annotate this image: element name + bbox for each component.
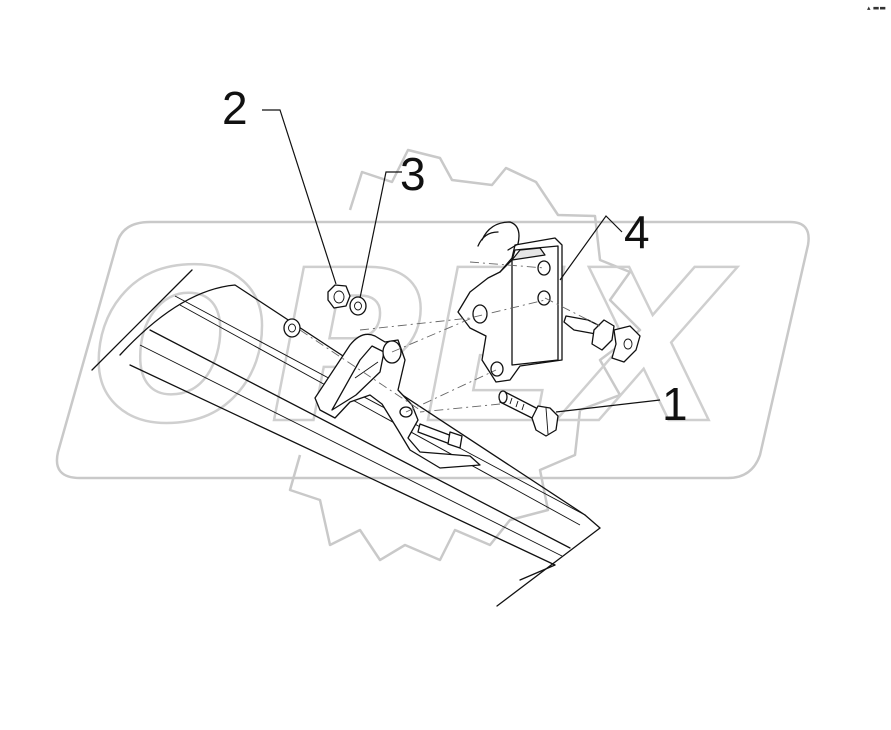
bracket-part-4 bbox=[457, 237, 563, 383]
washer-part-3 bbox=[349, 296, 367, 316]
callout-leaders bbox=[262, 109, 661, 413]
callout-1: 1 bbox=[662, 378, 688, 430]
latch-hook-plate bbox=[314, 333, 481, 469]
leader-1 bbox=[555, 399, 661, 413]
watermark-logo: OPEX bbox=[55, 148, 810, 562]
watermark-frame bbox=[55, 220, 810, 480]
watermark-gear bbox=[288, 148, 642, 562]
watermark-text: OPEX bbox=[91, 225, 738, 470]
leader-4 bbox=[559, 215, 623, 281]
callout-2: 2 bbox=[222, 82, 248, 134]
callout-3: 3 bbox=[400, 148, 426, 200]
leader-3 bbox=[359, 171, 402, 299]
small-bolt bbox=[417, 423, 463, 449]
small-nut bbox=[283, 318, 301, 338]
retaining-ring bbox=[477, 221, 520, 251]
leader-2 bbox=[262, 109, 337, 285]
hex-nut-part-2 bbox=[327, 284, 351, 309]
assembly-axis-lines bbox=[299, 261, 601, 413]
corner-mark: ▴ ▬▬ bbox=[867, 4, 886, 12]
callout-4: 4 bbox=[624, 206, 650, 258]
hex-bolt-part-1 bbox=[498, 390, 559, 437]
frame-beam bbox=[91, 269, 601, 607]
spring-clip bbox=[563, 315, 641, 363]
